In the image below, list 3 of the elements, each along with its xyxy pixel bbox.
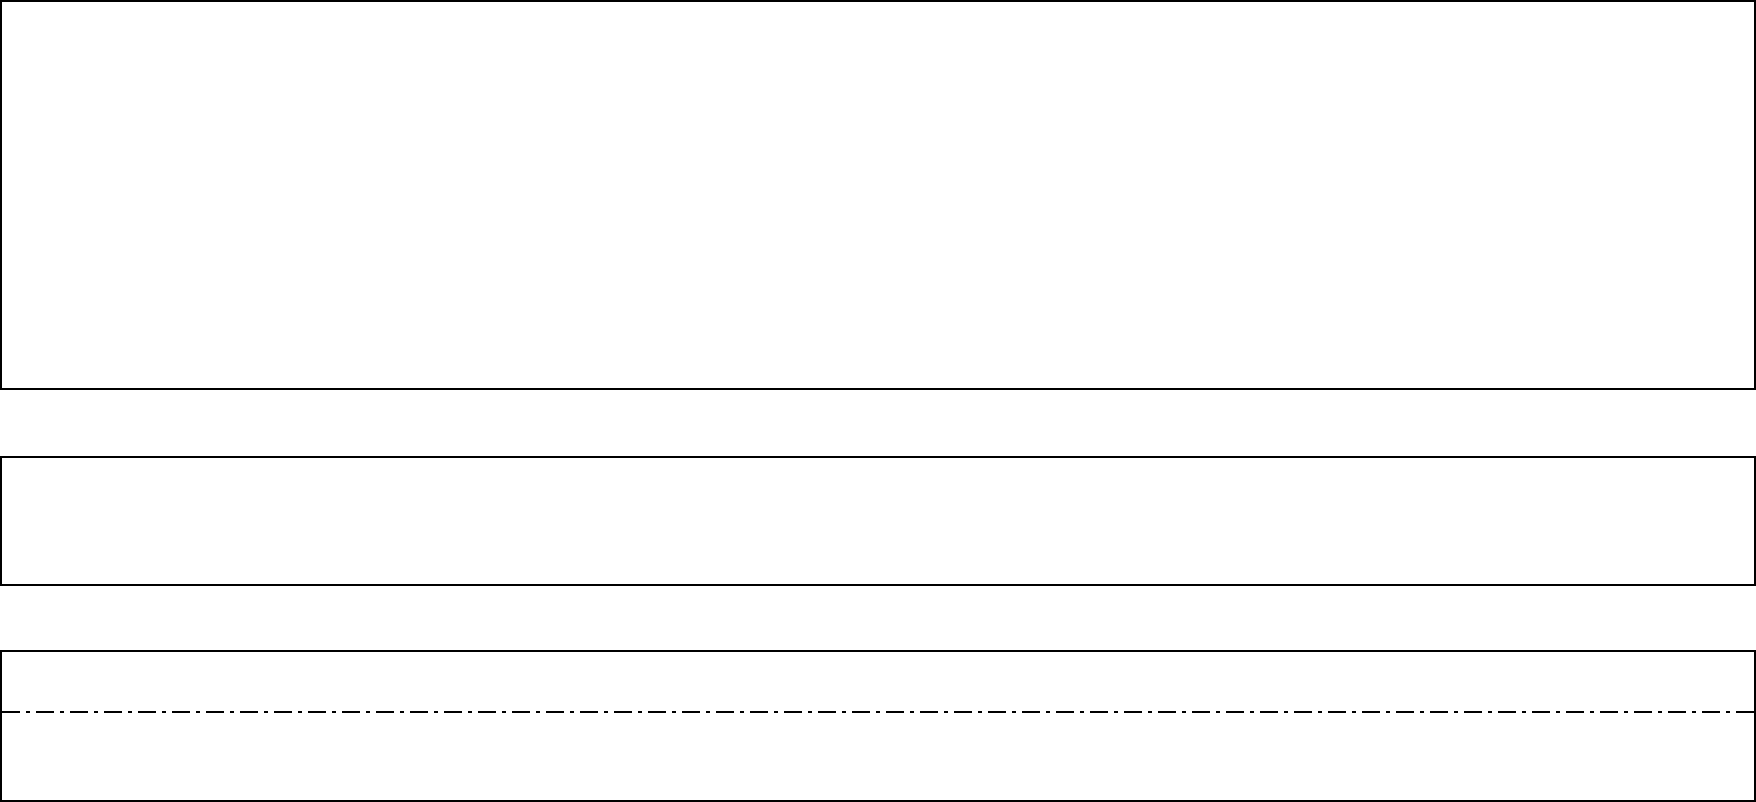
empty-frame: [0, 0, 1756, 390]
empty-frame: [0, 456, 1756, 586]
empty-frame: [0, 650, 1756, 802]
